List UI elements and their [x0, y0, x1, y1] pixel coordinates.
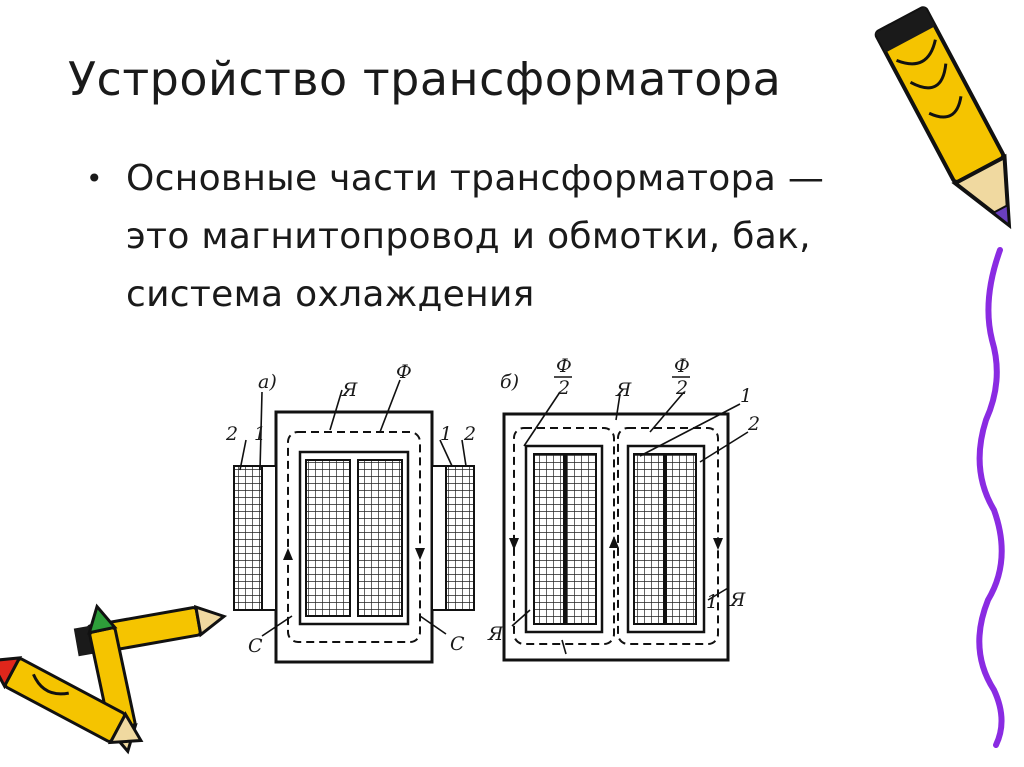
winding-label-2-right: 2 [463, 423, 476, 445]
flux-half-left-num: Ф [556, 355, 572, 377]
bullet-item: • Основные части трансформатора — это ма… [86, 150, 916, 324]
bullet-line-3: система охлаждения [126, 274, 535, 315]
yoke-label-a: Я [341, 379, 358, 401]
flux-half-right-num: Ф [674, 355, 690, 377]
bullet-list: • Основные части трансформатора — это ма… [86, 150, 916, 324]
core-label-right: С [450, 633, 465, 655]
panel-label-b: б) [500, 371, 519, 393]
core-label-right-b: 1 [706, 591, 718, 613]
bullet-marker: • [86, 162, 103, 195]
bullet-line-1: Основные части трансформатора — [126, 158, 825, 199]
flux-half-left-den: 2 [557, 377, 570, 399]
bullet-text: Основные части трансформатора — это магн… [126, 150, 824, 324]
yoke-label-top-b: Я [615, 379, 632, 401]
winding-b-right-inner [633, 453, 665, 625]
core-label-left: С [248, 635, 263, 657]
flux-half-right-den: 2 [675, 377, 688, 399]
yoke-label-right-b: Я [729, 589, 746, 611]
winding-inner-right [357, 459, 403, 617]
slide-title: Устройство трансформатора [68, 52, 782, 106]
bullet-line-2: это магнитопровод и обмотки, бак, [126, 216, 811, 257]
winding-b-left-outer [533, 453, 565, 625]
winding-label-1-b: 1 [740, 385, 752, 407]
winding-b-right-outer [665, 453, 697, 625]
winding-label-2-left: 2 [225, 423, 238, 445]
flux-label-a: Ф [396, 361, 412, 383]
yoke-label-bottom-b: Я [487, 623, 504, 645]
winding-label-1-left: 1 [254, 423, 266, 445]
winding-b-left-inner [565, 453, 597, 625]
winding-label-2-b: 2 [747, 413, 760, 435]
winding-inner-left [305, 459, 351, 617]
panel-label-a: а) [258, 371, 277, 393]
winding-label-1-right: 1 [440, 423, 452, 445]
